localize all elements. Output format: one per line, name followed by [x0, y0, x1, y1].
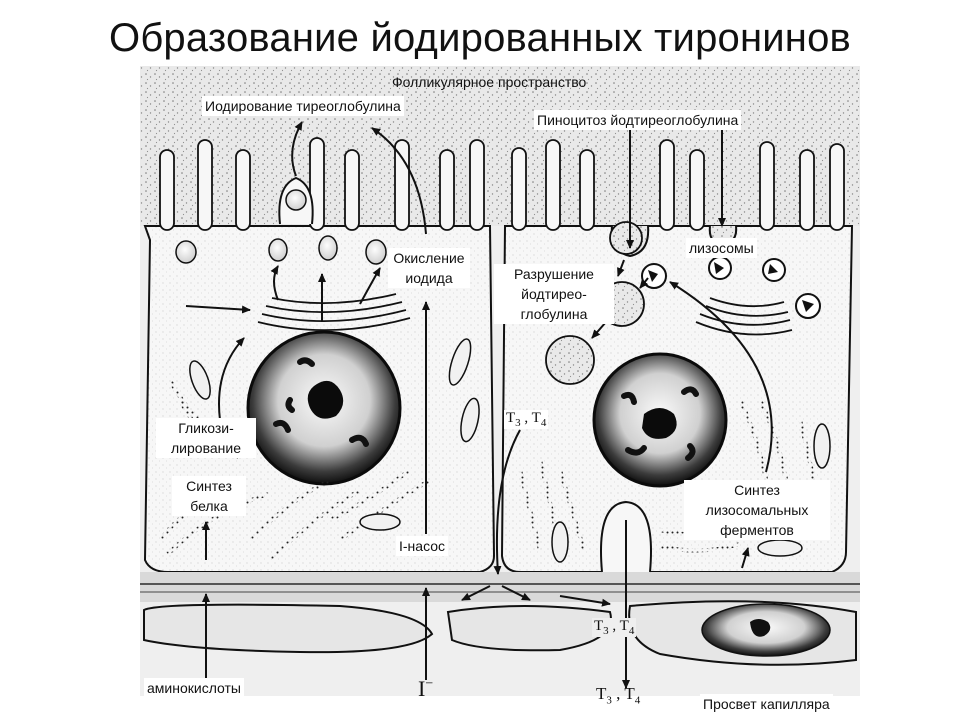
- label-iodination: Иодирование тиреоглобулина: [202, 96, 404, 116]
- label-destruction: Разрушение йодтиреo- глобулина: [494, 264, 614, 324]
- t3-t4-label-bottom: T3 , T4: [596, 684, 640, 706]
- arrow-droplet-1: [591, 321, 607, 339]
- basal-lamina: [140, 572, 860, 602]
- t4-sub-basal: 4: [628, 625, 635, 637]
- label-oxidation: Окисление иодида: [388, 248, 470, 288]
- arrow-lysosome-fuse: [639, 277, 649, 289]
- arrow-exocytosis: [291, 121, 303, 177]
- iodide-letter: I: [418, 676, 426, 701]
- arrow-enzymes-to-lysosomes: [669, 281, 773, 473]
- arrow-golgi-up-1: [270, 265, 279, 301]
- arrow-iodination: [371, 127, 427, 235]
- t4-letter-basal: T: [619, 618, 629, 634]
- t4-sub: 4: [540, 417, 547, 429]
- arrow-lysosomal-synth: [741, 547, 750, 569]
- label-capillary-lumen: Просвет капилляра: [700, 694, 833, 714]
- label-lysosomal-line-3: ферментов: [720, 522, 794, 538]
- label-glycosylation: Гликози- лирование: [156, 418, 256, 458]
- follicular-colloid: [140, 66, 860, 226]
- arrows: [185, 121, 773, 689]
- t3-sub-bottom: 3: [606, 694, 612, 707]
- label-lysosomal-line-2: лизосомальных: [705, 502, 809, 518]
- t3-sub: 3: [515, 417, 521, 429]
- arrow-to-golgi: [185, 305, 251, 314]
- microvilli: [159, 137, 845, 231]
- mitochondria: [189, 338, 831, 563]
- t-sep: ,: [520, 410, 532, 426]
- exocytosis-vesicle: [285, 189, 307, 211]
- t-sep-bottom: ,: [611, 684, 625, 703]
- colloid-droplet-2: [545, 335, 595, 385]
- t4-sub-bottom: 4: [634, 694, 641, 707]
- label-pinocytosis: Пиноцитоз йодтиреоглобулина: [534, 110, 742, 130]
- label-oxidation-line-2: иодида: [405, 270, 453, 286]
- label-lysosomal-synthesis: Синтез лизосомальных ферментов: [684, 480, 830, 540]
- colloid-droplet-3: [609, 221, 643, 255]
- label-destruction-line-3: глобулина: [520, 306, 588, 322]
- label-destruction-line-1: Разрушение: [514, 266, 594, 282]
- secretory-vesicles: [175, 235, 387, 265]
- t3-letter-bottom: T: [596, 684, 607, 703]
- label-glycosylation-line-1: Гликози-: [178, 420, 234, 436]
- t3-letter-basal: T: [594, 618, 604, 634]
- t3-t4-label-basal: T3 , T4: [592, 618, 637, 637]
- t4-letter: T: [531, 410, 541, 426]
- label-destruction-line-2: йодтиреo-: [521, 286, 587, 302]
- arrow-glycosylation: [218, 337, 245, 421]
- t3-sub-basal: 3: [603, 625, 609, 637]
- arrow-to-lysosome: [617, 259, 625, 277]
- page-title: Образование йодированных тиронинов: [109, 16, 851, 60]
- label-amino-acids: аминокислоты: [144, 678, 244, 698]
- arrow-basal-right: [559, 595, 611, 607]
- label-lysosomal-line-1: Синтез: [734, 482, 780, 498]
- t3-letter: T: [506, 410, 516, 426]
- iodide-charge: −: [425, 676, 434, 692]
- t4-letter-bottom: T: [624, 684, 635, 703]
- arrow-t3t4-out: [493, 429, 521, 575]
- label-lysosomes: лизосомы: [686, 238, 757, 258]
- label-protein-synthesis-line-1: Синтез: [186, 478, 232, 494]
- arrow-golgi-up-3: [359, 267, 381, 305]
- arrow-to-capillary-left: [461, 585, 491, 601]
- lysosomes-group: [641, 256, 821, 319]
- iodide-symbol: I−: [418, 676, 433, 702]
- label-i-pump: I-насос: [396, 536, 449, 556]
- t3-t4-label-cell: T3 , T4: [504, 410, 549, 429]
- label-protein-synthesis-line-2: белка: [190, 498, 228, 514]
- golgi-left: [257, 293, 411, 331]
- label-oxidation-line-1: Окисление: [393, 250, 465, 266]
- golgi-right: [695, 297, 793, 336]
- label-protein-synthesis: Синтез белка: [172, 476, 246, 516]
- label-glycosylation-line-2: лирование: [171, 440, 241, 456]
- arrow-to-capillary-right: [501, 585, 531, 601]
- label-follicular-space: Фолликулярное пространство: [392, 74, 587, 90]
- t-sep-basal: ,: [608, 618, 620, 634]
